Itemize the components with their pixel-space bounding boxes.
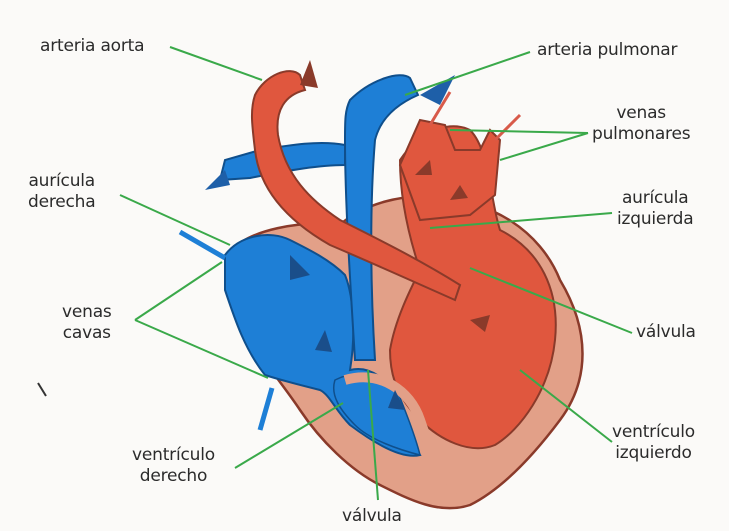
leader-pulmonary-artery (405, 52, 530, 95)
label-pulmonary-veins: venas pulmonares (592, 103, 690, 145)
label-right-ventricle: ventrículo derecho (132, 445, 215, 487)
leader-right-atrium (120, 195, 230, 245)
label-left-atrium: aurícula izquierda (617, 188, 694, 230)
vena-cava-bottom-arrow-icon (260, 388, 272, 430)
leader-vena-cava-1 (135, 262, 222, 320)
vena-cava-top-arrow-icon (180, 232, 225, 258)
stray-mark (38, 383, 46, 396)
label-vena-cava: venas cavas (62, 302, 112, 344)
label-pulmonary-artery: arteria pulmonar (537, 40, 677, 61)
pulmonary-vein-arrow2-icon (495, 115, 520, 140)
label-left-ventricle: ventrículo izquierdo (612, 422, 695, 464)
label-aorta: arteria aorta (40, 36, 144, 57)
aorta-arrow-icon (300, 60, 318, 88)
leader-aorta (170, 47, 262, 80)
leader-pulmonary-veins-2 (500, 133, 588, 160)
label-right-atrium: aurícula derecha (28, 171, 95, 213)
label-valve-bottom: válvula (342, 506, 402, 527)
label-valve-right: válvula (636, 322, 696, 343)
